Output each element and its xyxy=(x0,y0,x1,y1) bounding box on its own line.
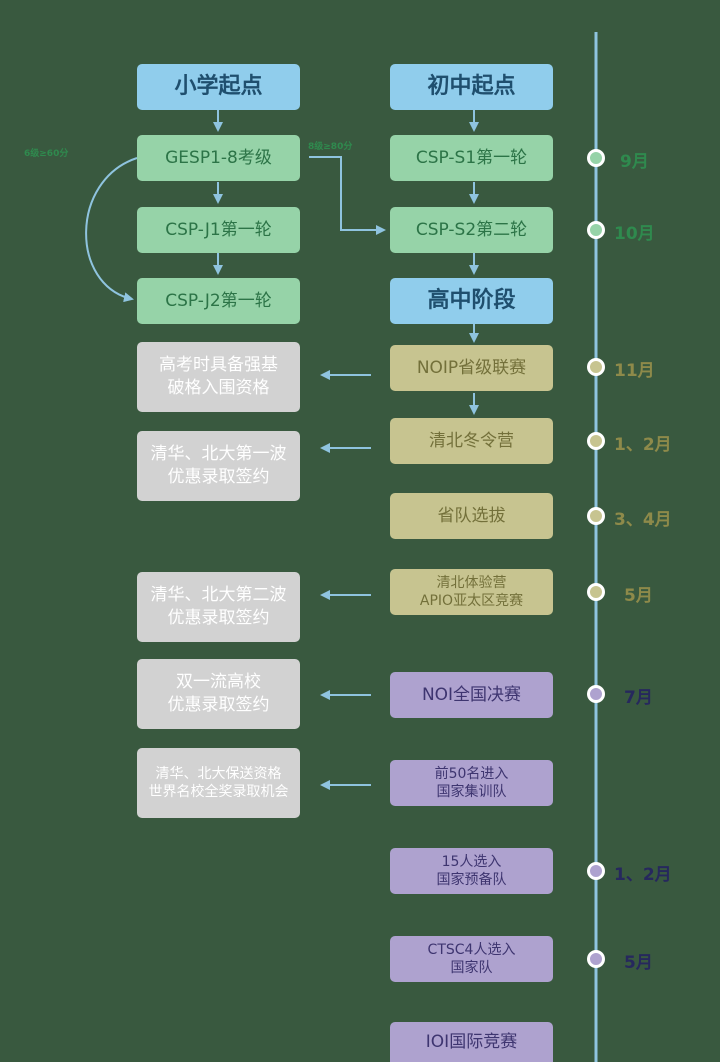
reserve-team-box: 15人选入 国家预备队 xyxy=(390,848,553,894)
month-label: 1、2月 xyxy=(614,865,672,885)
csp-j1-box: CSP-J1第一轮 xyxy=(137,207,300,253)
timeline-node xyxy=(587,221,605,239)
month-label: 5月 xyxy=(624,586,653,606)
apio-box: 清北体验营 APIO亚太区竞赛 xyxy=(390,569,553,615)
month-label: 5月 xyxy=(624,953,653,973)
timeline-node xyxy=(587,149,605,167)
province-selection-box: 省队选拔 xyxy=(390,493,553,539)
outcome-box: 高考时具备强基 破格入围资格 xyxy=(137,342,300,412)
csp-s2-box: CSP-S2第二轮 xyxy=(390,207,553,253)
csp-j2-box: CSP-J2第一轮 xyxy=(137,278,300,324)
noi-box: NOI全国决赛 xyxy=(390,672,553,718)
outcome-box: 双一流高校 优惠录取签约 xyxy=(137,659,300,729)
primary-stage-box: 小学起点 xyxy=(137,64,300,110)
timeline-node xyxy=(587,862,605,880)
month-label: 10月 xyxy=(614,224,655,244)
month-label: 9月 xyxy=(620,152,649,172)
timeline-node xyxy=(587,685,605,703)
timeline-node xyxy=(587,432,605,450)
month-label: 11月 xyxy=(614,361,655,381)
month-label: 7月 xyxy=(624,688,653,708)
arrow-gesp-to-s2 xyxy=(309,156,386,235)
noip-box: NOIP省级联赛 xyxy=(390,345,553,391)
ctsc-box: CTSC4人选入 国家队 xyxy=(390,936,553,982)
senior-stage-box: 高中阶段 xyxy=(390,278,553,324)
csp-s1-box: CSP-S1第一轮 xyxy=(390,135,553,181)
training-team-box: 前50名进入 国家集训队 xyxy=(390,760,553,806)
winter-camp-box: 清北冬令营 xyxy=(390,418,553,464)
timeline-node xyxy=(587,507,605,525)
junior-stage-box: 初中起点 xyxy=(390,64,553,110)
outcome-box: 清华、北大第二波 优惠录取签约 xyxy=(137,572,300,642)
outcome-box: 清华、北大保送资格 世界名校全奖录取机会 xyxy=(137,748,300,818)
gesp-box: GESP1-8考级 xyxy=(137,135,300,181)
skip-label-right: 8级≥80分 xyxy=(308,142,353,152)
outcome-box: 清华、北大第一波 优惠录取签约 xyxy=(137,431,300,501)
arrow-gesp-skip-to-j2 xyxy=(85,157,138,303)
skip-label-left: 6级≥60分 xyxy=(24,149,69,159)
timeline-node xyxy=(587,950,605,968)
timeline-node xyxy=(587,583,605,601)
month-label: 1、2月 xyxy=(614,435,672,455)
timeline-node xyxy=(587,358,605,376)
month-label: 3、4月 xyxy=(614,510,672,530)
ioi-box: IOI国际竞赛 xyxy=(390,1022,553,1062)
